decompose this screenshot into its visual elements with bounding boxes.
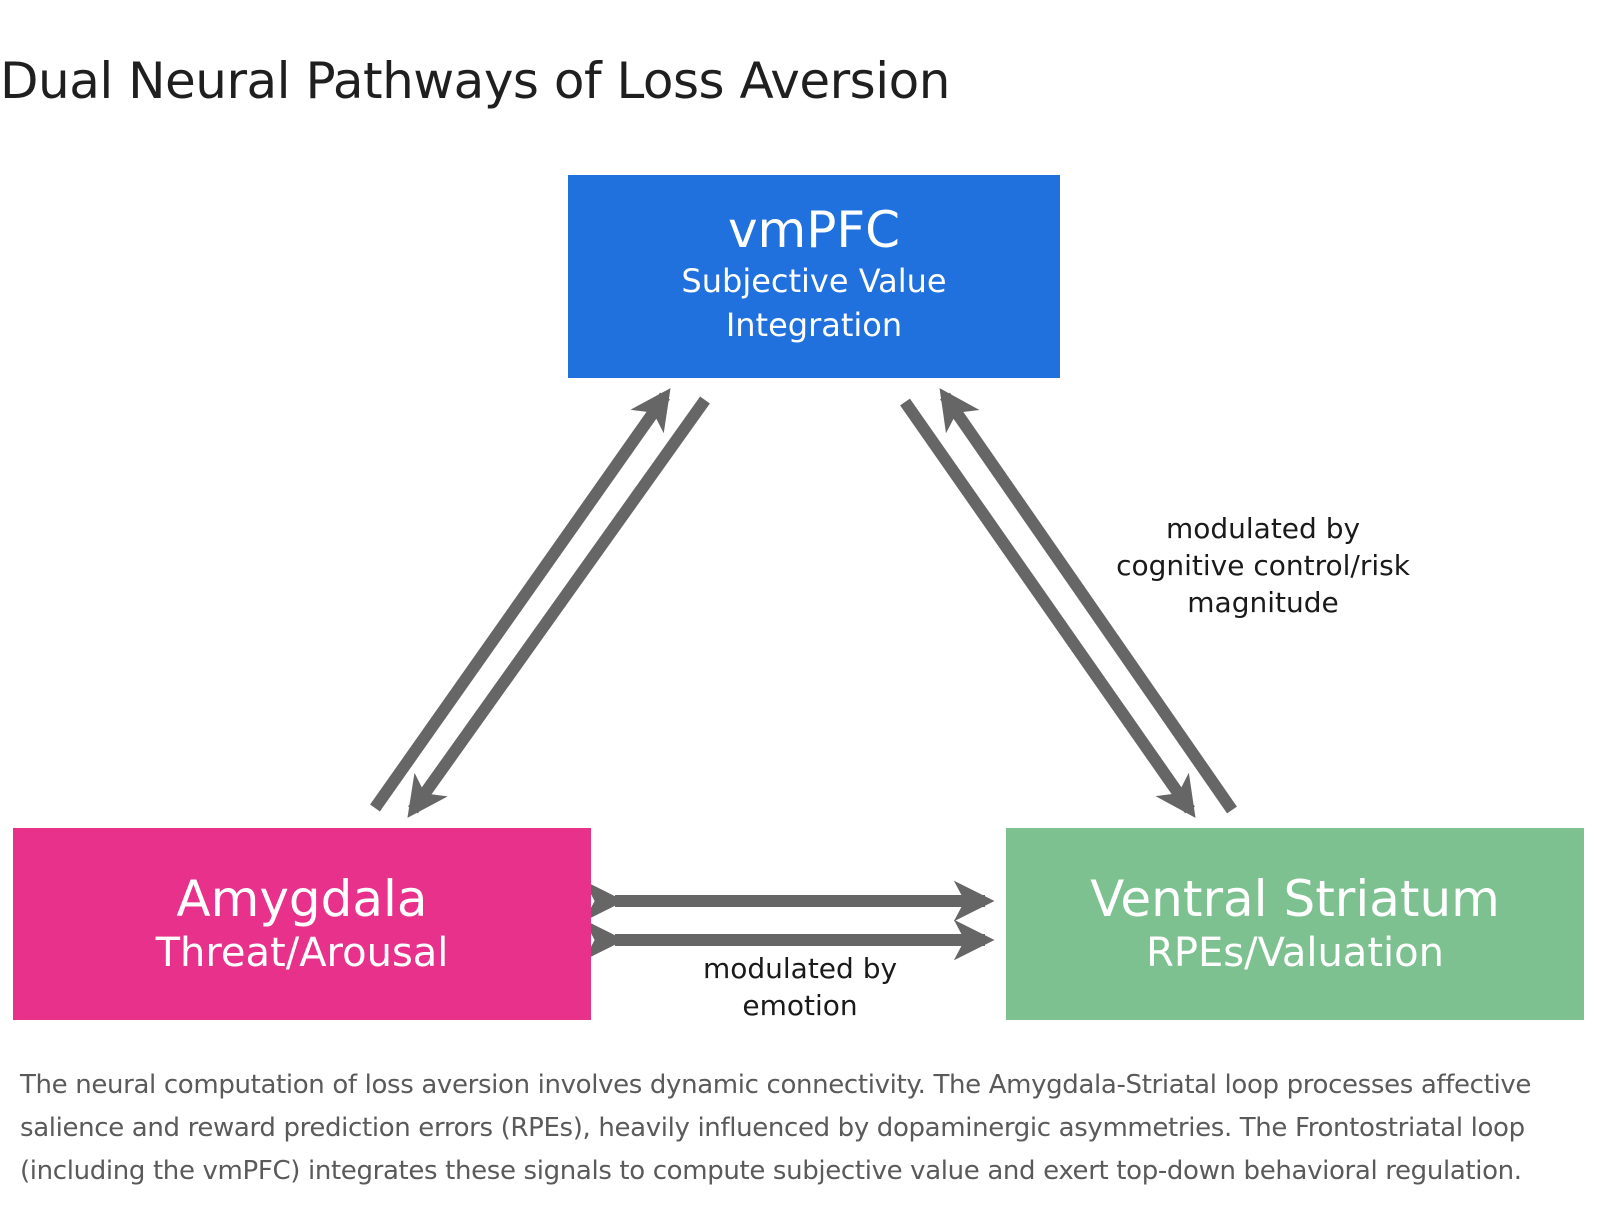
amygdala-subtitle: Threat/Arousal [155, 930, 449, 976]
vmpfc-subtitle-line2: Integration [725, 305, 903, 344]
ventral-striatum-title: Ventral Striatum [1090, 870, 1500, 928]
amygdala-striatum-edge-label: modulated by emotion [670, 950, 930, 1024]
amygdala-node: Amygdala Threat/Arousal [13, 828, 591, 1020]
edge-label-line: modulated by [1165, 512, 1361, 545]
edge-label-line: magnitude [1187, 586, 1339, 619]
edge-label-line: emotion [742, 989, 858, 1022]
ventral-striatum-node: Ventral Striatum RPEs/Valuation [1006, 828, 1584, 1020]
ventral-striatum-subtitle: RPEs/Valuation [1146, 930, 1444, 976]
page-title: Dual Neural Pathways of Loss Aversion [0, 52, 950, 110]
arrow-amygdala-to-vmpfc [370, 388, 671, 812]
edge-label-line: cognitive control/risk [1116, 549, 1410, 582]
edge-label-line: modulated by [702, 952, 898, 985]
figure-caption: The neural computation of loss aversion … [20, 1070, 1532, 1186]
vmpfc-striatum-edge-label: modulated by cognitive control/risk magn… [1098, 510, 1428, 621]
vmpfc-subtitle-line1: Subjective Value [681, 261, 947, 300]
arrow-vmpfc-to-striatum [900, 398, 1196, 818]
vmpfc-title: vmPFC [727, 200, 901, 259]
arrow-vmpfc-to-amygdala [407, 396, 710, 818]
amygdala-title: Amygdala [176, 870, 428, 928]
arrow-striatum-to-vmpfc [939, 388, 1237, 814]
vmpfc-node: vmPFC Subjective Value Integration [568, 175, 1060, 378]
